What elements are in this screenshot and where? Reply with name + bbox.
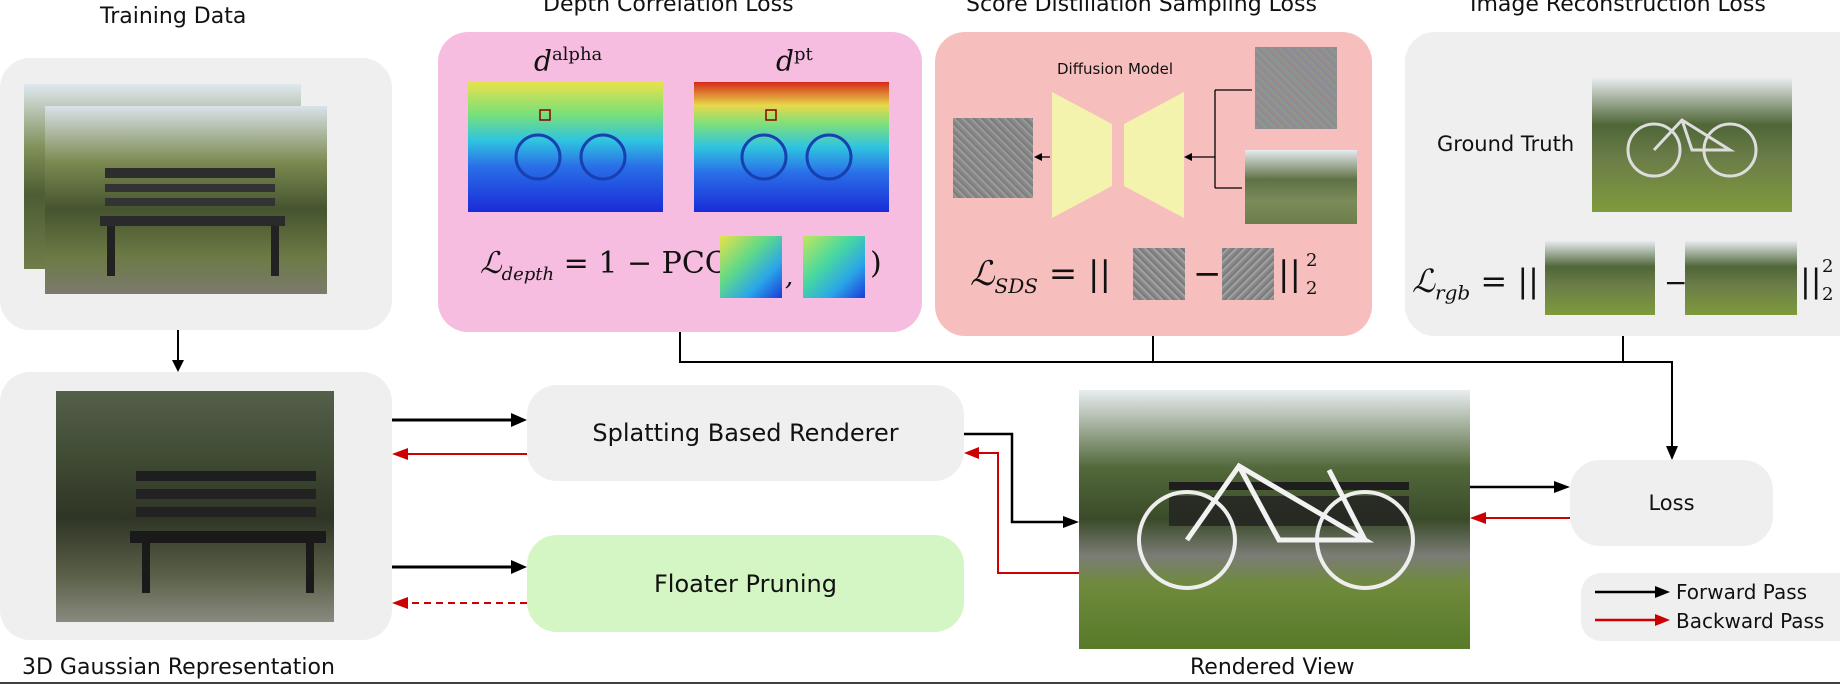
depth-formula-comma: , <box>785 262 794 292</box>
recon-formula: ℒrgb = || <box>1412 262 1539 305</box>
recon-loss-title: Image Reconstruction Loss <box>1470 0 1766 17</box>
sds-input-image <box>1245 150 1357 224</box>
diffusion-model-shape <box>1052 92 1184 218</box>
diffusion-model-label: Diffusion Model <box>1057 60 1174 78</box>
recon-formula-rendered <box>1545 241 1655 315</box>
rendered-view-image <box>1079 390 1470 649</box>
sds-formula-noise-b <box>1222 248 1274 300</box>
legend-box <box>1581 573 1840 641</box>
depth-loss-title: Depth Correlation Loss <box>543 0 794 17</box>
sds-formula-low: 2 <box>1306 278 1318 299</box>
gaussian-render-image <box>56 391 334 622</box>
depth-formula-end: ) <box>870 246 882 281</box>
sds-input-noise <box>1255 47 1337 129</box>
legend-backward-label: Backward Pass <box>1676 609 1825 633</box>
sds-formula-noise-a <box>1133 248 1185 300</box>
legend-forward-label: Forward Pass <box>1676 580 1808 604</box>
depth-loss-formula: ℒdepth = 1 − PCC( <box>480 246 740 285</box>
depth-map-pt <box>694 82 889 212</box>
splatting-renderer-block: Splatting Based Renderer <box>527 385 964 481</box>
sds-loss-title: Score Distillation Sampling Loss <box>966 0 1317 17</box>
sds-formula-norm: || <box>1278 254 1301 294</box>
d-alpha-label: dalpha <box>534 44 603 78</box>
depth-map-alpha <box>468 82 663 212</box>
sds-formula-minus: − <box>1193 254 1222 294</box>
arrow-renderer-to-view <box>964 432 1064 524</box>
loss-block: Loss <box>1570 460 1773 546</box>
recon-formula-sup: 2 <box>1822 256 1834 277</box>
recon-formula-minus: − <box>1664 266 1688 299</box>
depth-patch-pt <box>803 236 865 298</box>
training-image-front <box>45 106 327 294</box>
sds-output-noise <box>953 118 1033 198</box>
floater-pruning-block: Floater Pruning <box>527 535 964 632</box>
gaussian-representation-title: 3D Gaussian Representation <box>22 655 335 680</box>
bench-illustration <box>100 168 285 276</box>
arrow-view-to-renderer <box>978 452 1079 574</box>
sds-formula-sup: 2 <box>1306 250 1318 271</box>
training-data-title: Training Data <box>100 4 247 29</box>
sds-formula: ℒSDS = || <box>970 254 1111 298</box>
recon-formula-norm: || <box>1800 262 1822 300</box>
ground-truth-image <box>1592 78 1792 212</box>
recon-formula-gt <box>1685 241 1797 315</box>
ground-truth-label: Ground Truth <box>1437 132 1575 156</box>
depth-patch-alpha <box>720 236 782 298</box>
rendered-view-title: Rendered View <box>1190 655 1355 680</box>
recon-formula-low: 2 <box>1822 284 1834 305</box>
d-pt-label: dpt <box>776 44 813 78</box>
